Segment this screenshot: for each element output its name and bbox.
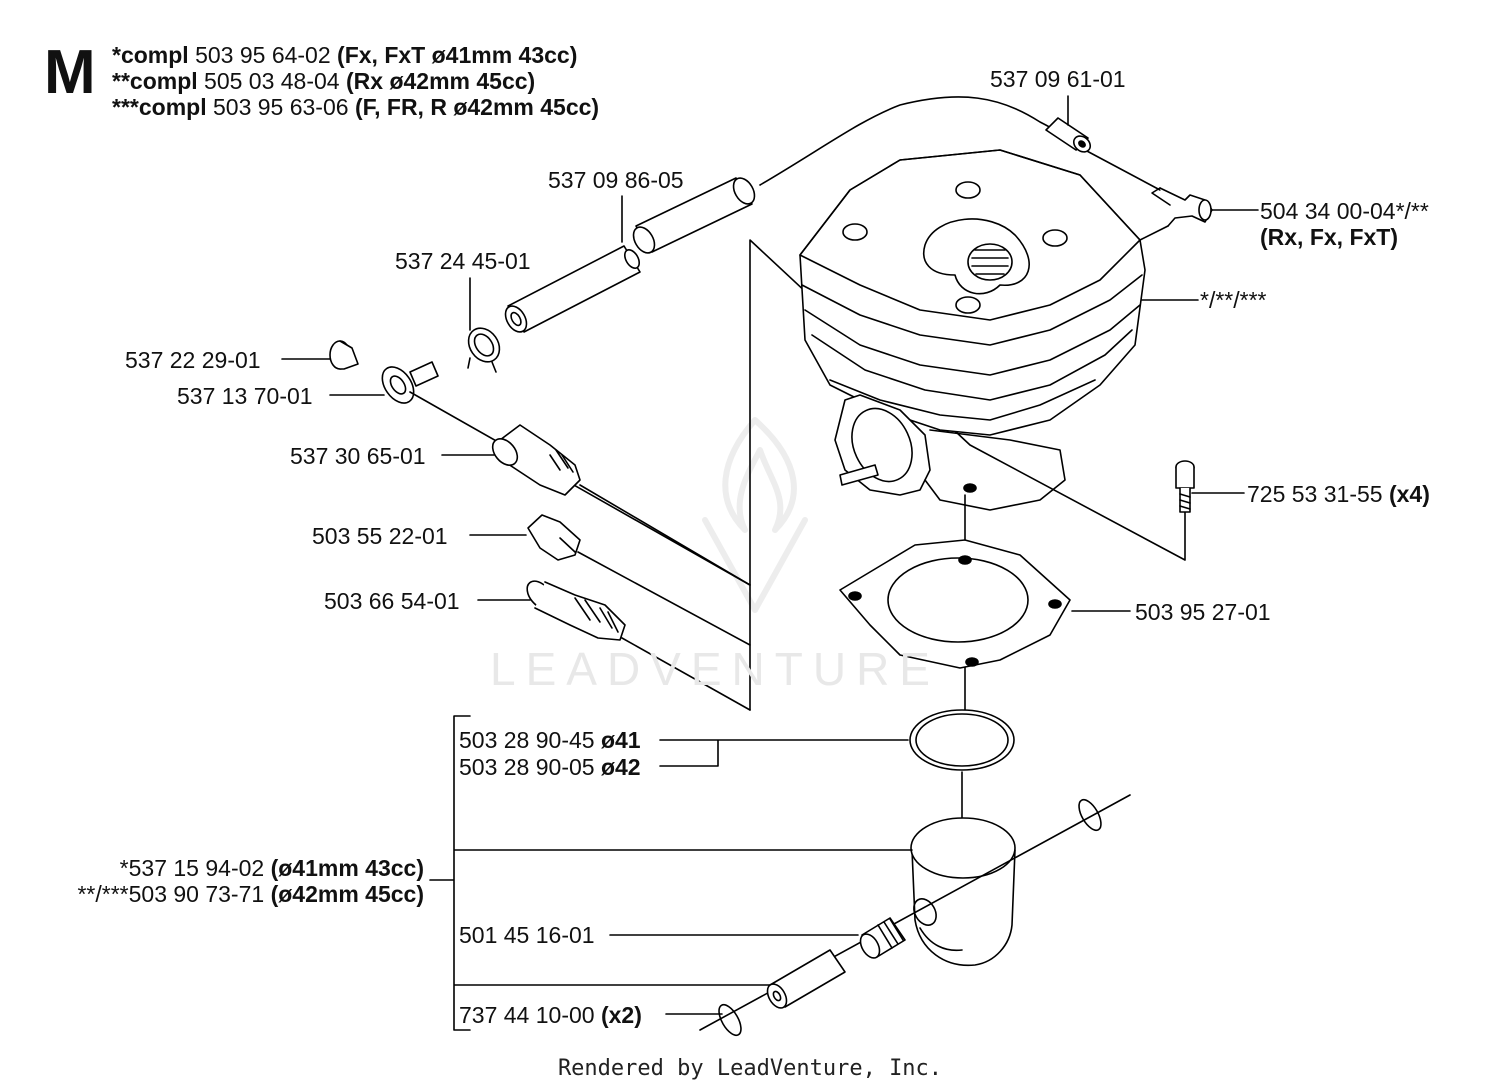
- part-label-503-90-73-71[interactable]: **/***503 90 73-71 (ø42mm 45cc): [20, 881, 424, 907]
- part-label-537-13-70-01[interactable]: 537 13 70-01: [177, 383, 313, 409]
- title-spec: (Fx, FxT ø41mm 43cc): [337, 42, 578, 68]
- adjuster-503-66-54-01-icon: [526, 580, 626, 641]
- title-part-number[interactable]: 503 95 64-02: [195, 42, 331, 68]
- part-qty: (x4): [1388, 481, 1430, 507]
- part-number: 503 28 90-05: [459, 754, 595, 780]
- part-label-504-34-00-04[interactable]: 504 34 00-04*/**: [1260, 198, 1429, 224]
- part-label-cylinder[interactable]: */**/***: [1200, 287, 1267, 313]
- title-spec: (F, FR, R ø42mm 45cc): [354, 94, 600, 120]
- part-number: 737 44 10-00: [459, 1002, 595, 1028]
- part-label-503-28-90-45[interactable]: 503 28 90-45 ø41: [459, 727, 641, 753]
- circlip-right-icon: [1078, 798, 1102, 832]
- sleeve-537-09-61-01-icon: [1045, 117, 1092, 153]
- piston-icon: [910, 817, 1016, 967]
- washer-537-13-70-01-icon: [381, 361, 439, 404]
- part-label-501-45-16-01[interactable]: 501 45 16-01: [459, 922, 595, 948]
- part-label-503-28-90-05[interactable]: 503 28 90-05 ø42: [459, 754, 641, 780]
- elbow-fitting-icon: [1139, 187, 1213, 241]
- title-prefix: *compl: [112, 42, 189, 68]
- title-spec: (Rx ø42mm 45cc): [346, 68, 536, 94]
- nut-503-55-22-01-icon: [527, 514, 581, 561]
- piston-ring-icon: [909, 709, 1015, 771]
- needle-bearing-icon: [859, 917, 906, 959]
- leader-bracket: [749, 239, 1186, 711]
- leader-adjuster-axis: [621, 637, 751, 711]
- part-number: 503 28 90-45: [459, 727, 595, 753]
- title-part-number[interactable]: 505 03 48-04: [204, 68, 340, 94]
- part-note-504-34-00-04: (Rx, Fx, FxT): [1260, 224, 1398, 250]
- piston-pin-icon: [766, 949, 846, 1009]
- leader-ring-bracket: [659, 739, 909, 767]
- hose-537-24-45-01-icon: [504, 245, 641, 333]
- cylinder-icon: [799, 149, 1146, 511]
- leader-fuel-line: [1084, 149, 1161, 191]
- title-prefix: ***compl: [112, 94, 207, 120]
- footer-credit: Rendered by LeadVenture, Inc.: [557, 1056, 943, 1081]
- fitting-537-30-65-01-icon: [491, 424, 581, 496]
- plug-537-22-29-01-icon: [329, 340, 359, 370]
- section-letter: M: [44, 38, 96, 107]
- part-label-537-22-29-01[interactable]: 537 22 29-01: [125, 347, 261, 373]
- watermark-text: LEADVENTURE: [490, 643, 940, 695]
- part-label-537-09-61-01[interactable]: 537 09 61-01: [990, 66, 1126, 92]
- title-line-3: ***compl 503 95 63-06 (F, FR, R ø42mm 45…: [112, 94, 599, 120]
- hose-537-09-86-05-icon: [632, 177, 756, 254]
- part-label-537-24-45-01[interactable]: 537 24 45-01: [395, 248, 531, 274]
- part-label-503-95-27-01[interactable]: 503 95 27-01: [1135, 599, 1271, 625]
- title-part-number[interactable]: 503 95 63-06: [212, 94, 349, 120]
- leader-pin-axis: [699, 794, 1131, 1031]
- leader-nut-axis: [577, 551, 751, 646]
- gasket-icon: [839, 539, 1071, 669]
- part-note-text: (Rx, Fx, FxT): [1260, 224, 1399, 250]
- title-line-1: *compl 503 95 64-02 (Fx, FxT ø41mm 43cc): [112, 42, 577, 68]
- part-spec: (ø42mm 45cc): [270, 881, 424, 907]
- leader-fitting-axis-2: [579, 484, 751, 586]
- part-label-503-55-22-01[interactable]: 503 55 22-01: [312, 523, 448, 549]
- part-number: **/***503 90 73-71: [77, 881, 265, 907]
- part-label-537-30-65-01[interactable]: 537 30 65-01: [290, 443, 426, 469]
- part-spec: ø41: [600, 727, 641, 753]
- title-prefix: **compl: [112, 68, 198, 94]
- part-label-737-44-10-00[interactable]: 737 44 10-00 (x2): [459, 1002, 642, 1028]
- part-label-725-53-31-55[interactable]: 725 53 31-55 (x4): [1247, 481, 1430, 507]
- hose-clamp-icon: [467, 327, 501, 373]
- part-spec: ø42: [600, 754, 641, 780]
- leader-piston-bracket: [429, 715, 913, 1031]
- watermark-logo-icon: [702, 417, 808, 613]
- part-label-537-15-94-02[interactable]: *537 15 94-02 (ø41mm 43cc): [20, 855, 424, 881]
- title-line-2: **compl 505 03 48-04 (Rx ø42mm 45cc): [112, 68, 535, 94]
- part-label-537-09-86-05[interactable]: 537 09 86-05: [548, 167, 684, 193]
- bolt-725-53-31-55-icon: [1175, 460, 1195, 513]
- part-spec: (ø41mm 43cc): [270, 855, 424, 881]
- part-number: 725 53 31-55: [1247, 481, 1383, 507]
- part-number: *537 15 94-02: [119, 855, 265, 881]
- part-qty: (x2): [600, 1002, 642, 1028]
- part-label-503-66-54-01[interactable]: 503 66 54-01: [324, 588, 460, 614]
- circlip-left-icon: [718, 1003, 742, 1037]
- leader-fitting-axis: [409, 391, 751, 586]
